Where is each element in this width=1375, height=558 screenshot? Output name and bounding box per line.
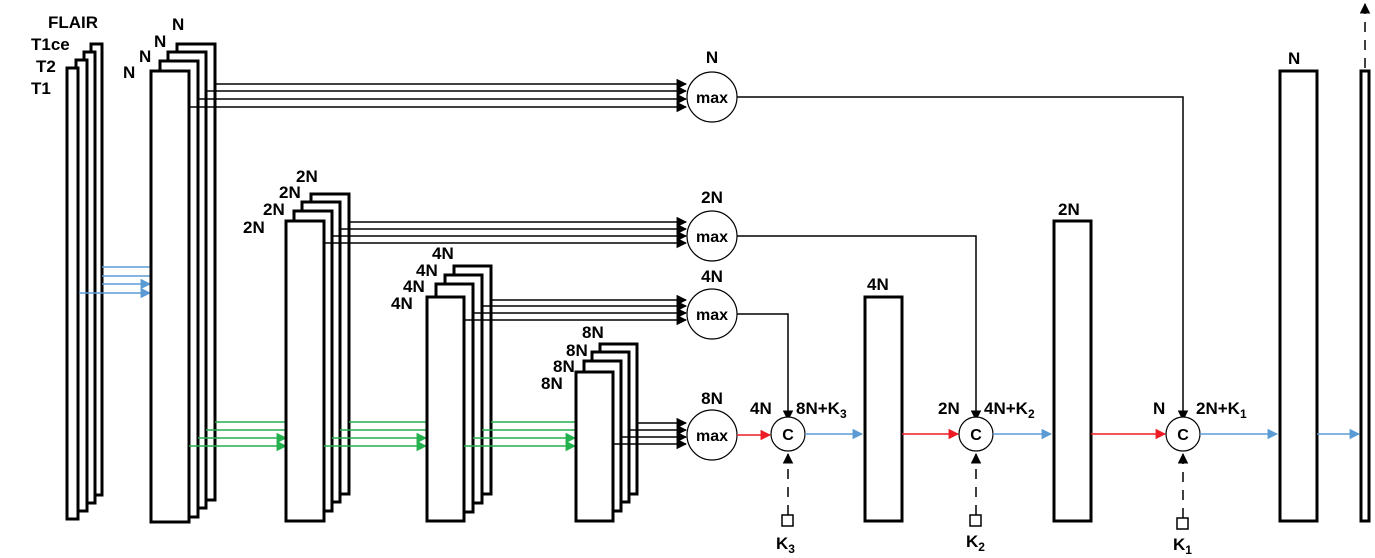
- output-layer: [1359, 2, 1371, 523]
- green-arrows-1: [189, 421, 288, 452]
- encoder-block-3: 4N 4N 4N 4N: [391, 244, 493, 523]
- concat1-right-label: 2N+K1: [1196, 399, 1247, 421]
- input-label-t1: T1: [31, 79, 51, 98]
- svg-text:C: C: [1177, 427, 1189, 444]
- decoder-label-4n: 4N: [867, 275, 889, 294]
- max-label-2n: 2N: [701, 188, 723, 207]
- concat2-right-label: 4N+K2: [984, 399, 1035, 421]
- decoder-block-2n: 2N: [1052, 200, 1093, 523]
- enc4-label-4: 8N: [582, 323, 604, 342]
- enc1-label-4: N: [172, 15, 184, 34]
- enc2-label-2: 2N: [263, 200, 285, 219]
- max-node-8n: max 8N: [686, 389, 738, 461]
- encoder-block-1: N N N N: [123, 15, 217, 524]
- concat3-right-label: 8N+K3: [796, 399, 847, 421]
- enc1-label-3: N: [154, 32, 166, 51]
- enc3-label-2: 4N: [403, 277, 425, 296]
- input-stack: FLAIR T1ce T2 T1: [31, 13, 104, 521]
- skip-lines: [737, 96, 1189, 422]
- green-arrows-3: [464, 421, 577, 452]
- concat1-left-label: N: [1153, 399, 1165, 418]
- enc4-label-1: 8N: [541, 374, 563, 393]
- skip-arrows-4n: [464, 294, 688, 326]
- green-arrows-2: [324, 421, 428, 452]
- encoder-block-4: 8N 8N 8N 8N: [541, 323, 639, 523]
- k3-label: K3: [776, 534, 795, 556]
- svg-text:C: C: [782, 427, 794, 444]
- skip-arrows-2n: [324, 216, 688, 249]
- max-label-8n: 8N: [701, 389, 723, 408]
- encoder-block-2: 2N 2N 2N 2N: [243, 167, 351, 523]
- skip-arrows-n: [189, 78, 688, 113]
- svg-text:max: max: [696, 90, 728, 107]
- concat-node-2: C 2N 4N+K2 K2: [938, 399, 1035, 554]
- enc2-label-1: 2N: [243, 218, 265, 237]
- svg-text:max: max: [696, 428, 728, 445]
- skip-arrows-8n: [613, 417, 688, 450]
- svg-text:C: C: [970, 427, 982, 444]
- max-label-n: N: [706, 48, 718, 67]
- enc3-label-3: 4N: [416, 261, 438, 280]
- svg-text:max: max: [696, 229, 728, 246]
- decoder-block-4n: 4N: [863, 275, 904, 523]
- max-node-n: max N: [686, 48, 738, 123]
- max-node-2n: max 2N: [686, 188, 738, 262]
- decoder-block-n: N: [1278, 49, 1319, 523]
- enc2-label-3: 2N: [279, 183, 301, 202]
- k1-label: K1: [1173, 535, 1192, 557]
- max-node-4n: max 4N: [686, 267, 738, 340]
- decoder-label-2n: 2N: [1058, 200, 1080, 219]
- input-label-t1ce: T1ce: [31, 35, 70, 54]
- max-label-4n: 4N: [701, 267, 723, 286]
- input-label-flair: FLAIR: [48, 13, 98, 32]
- svg-text:max: max: [696, 307, 728, 324]
- enc2-label-4: 2N: [296, 167, 318, 186]
- enc3-label-1: 4N: [391, 294, 413, 313]
- k2-label: K2: [966, 532, 985, 554]
- concat-node-3: C 4N 8N+K3 K3: [750, 399, 847, 556]
- enc1-label-1: N: [123, 63, 135, 82]
- input-to-encoder-arrows: [79, 266, 152, 299]
- concat-node-1: C N 2N+K1 K1: [1153, 399, 1247, 557]
- enc1-label-2: N: [139, 47, 151, 66]
- concat3-left-label: 4N: [750, 399, 772, 418]
- concat2-left-label: 2N: [938, 399, 960, 418]
- enc4-label-2: 8N: [553, 357, 575, 376]
- enc4-label-3: 8N: [566, 341, 588, 360]
- decoder-label-n: N: [1288, 49, 1300, 68]
- input-label-t2: T2: [36, 57, 56, 76]
- enc3-label-4: 4N: [432, 244, 454, 263]
- input-layer-t1: [65, 66, 80, 521]
